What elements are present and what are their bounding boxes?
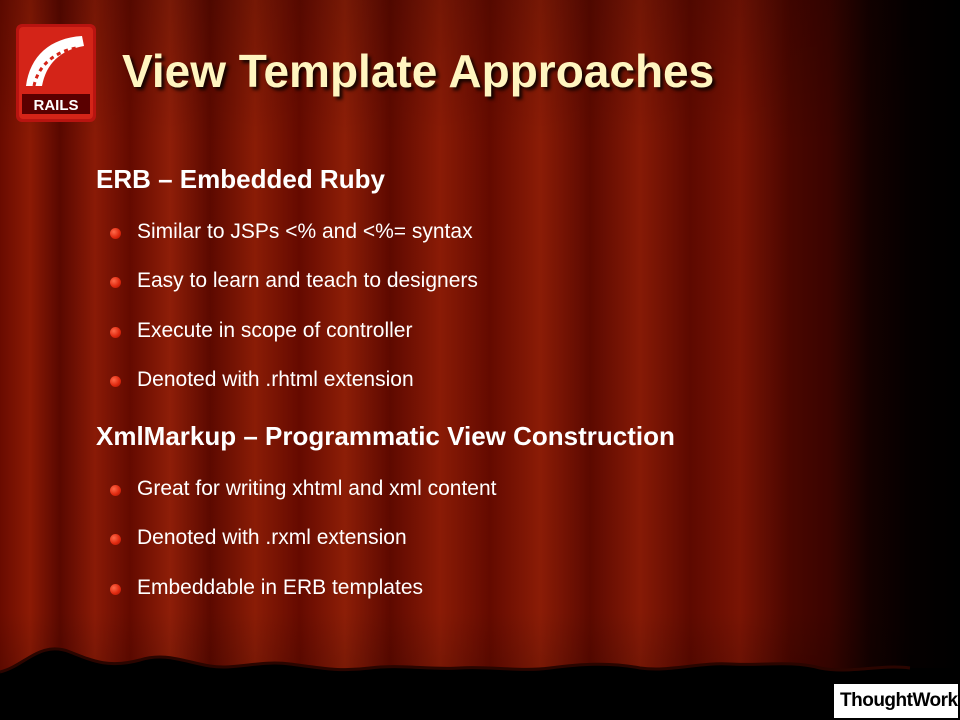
- list-item-text: Denoted with .rxml extension: [137, 526, 407, 549]
- bullet-icon: [110, 228, 121, 239]
- bullet-icon: [110, 277, 121, 288]
- bullet-icon: [110, 485, 121, 496]
- rails-logo: RAILS: [16, 24, 96, 122]
- bullet-icon: [110, 376, 121, 387]
- bullet-icon: [110, 584, 121, 595]
- list-item-text: Denoted with .rhtml extension: [137, 368, 414, 391]
- slide-title: View Template Approaches: [122, 45, 715, 97]
- list-item-text: Great for writing xhtml and xml content: [137, 477, 497, 500]
- section-heading: ERB – Embedded Ruby: [96, 164, 385, 194]
- list-item-text: Execute in scope of controller: [137, 319, 413, 342]
- list-item-text: Embeddable in ERB templates: [137, 576, 423, 599]
- bullet-icon: [110, 534, 121, 545]
- logo-text: RAILS: [34, 97, 79, 114]
- list-item-text: Easy to learn and teach to designers: [137, 269, 478, 292]
- thoughtworks-logo: ThoughtWorks: [834, 684, 960, 718]
- list-item-text: Similar to JSPs <% and <%= syntax: [137, 220, 473, 243]
- footer-brand: ThoughtWorks: [840, 690, 960, 711]
- bullet-icon: [110, 327, 121, 338]
- section-heading: XmlMarkup – Programmatic View Constructi…: [96, 421, 675, 451]
